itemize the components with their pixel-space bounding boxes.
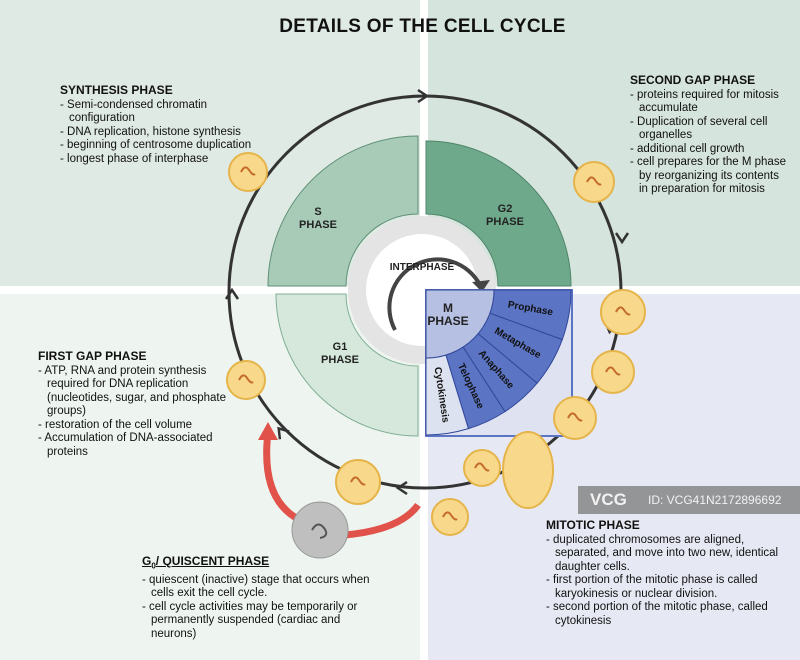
- g0-text: G0/ QUISCENT PHASE quiescent (inactive) s…: [142, 554, 372, 642]
- cell: [591, 350, 635, 394]
- m-phase-center: [425, 289, 495, 359]
- bullet-item: additional cell growth: [630, 143, 790, 157]
- cycle-arrow-icon: [224, 287, 240, 300]
- bullet-item: second portion of the mitotic phase, cal…: [546, 601, 796, 628]
- bullet-item: quiescent (inactive) stage that occurs w…: [142, 574, 372, 601]
- cycle-arrow-icon: [277, 426, 290, 440]
- cell: [573, 161, 615, 203]
- chromosome-icon: [615, 306, 631, 316]
- g0-cell: [291, 501, 349, 559]
- synthesis-heading: SYNTHESIS PHASE: [60, 83, 173, 97]
- g0-arrow-out: [344, 502, 421, 539]
- cell: [463, 449, 501, 487]
- arrow-head-icon: [472, 280, 490, 292]
- bullet-item: duplicated chromosomes are aligned, sepa…: [546, 534, 796, 575]
- g1-phase-label: PHASE: [321, 354, 359, 366]
- bullet-item: first portion of the mitotic phase is ca…: [546, 574, 796, 601]
- cell: [600, 289, 646, 335]
- g2-phase-label: G2: [498, 203, 513, 215]
- first-gap-text: FIRST GAP PHASE ATP, RNA and protein synt…: [38, 349, 248, 459]
- s-phase-sector: [267, 135, 419, 287]
- interphase-label: INTERPHASE: [390, 262, 455, 273]
- interphase-arrow: [387, 257, 482, 331]
- chromosome-icon: [442, 511, 458, 521]
- g1-phase-sector: [275, 293, 419, 437]
- bullet-item: DNA replication, histone synthesis: [60, 126, 260, 140]
- g1-phase-label: G1: [333, 341, 348, 353]
- synthesis-phase-text: SYNTHESIS PHASE Semi-condensed chromatin …: [60, 83, 260, 167]
- s-phase-label: PHASE: [299, 219, 337, 231]
- cell: [431, 498, 469, 536]
- g0-arrow-in: [263, 431, 302, 524]
- second-gap-text: SECOND GAP PHASE proteins required for mi…: [630, 73, 790, 197]
- chromosome-icon: [240, 166, 256, 176]
- chromosome-icon: [586, 176, 602, 186]
- bullet-item: proteins required for mitosis accumulate: [630, 89, 790, 116]
- bullet-item: cell prepares for the M phase by reorgan…: [630, 156, 790, 197]
- m-phase-label: M: [443, 301, 453, 315]
- g2-phase-label: PHASE: [486, 216, 524, 228]
- chromosome-icon: [311, 523, 328, 539]
- cycle-arrow-icon: [395, 480, 408, 496]
- bullet-item: beginning of centrosome duplication: [60, 139, 260, 153]
- chromosome-icon: [605, 366, 621, 376]
- bullet-item: Accumulation of DNA-associated proteins: [38, 432, 248, 459]
- cycle-arrow-icon: [614, 232, 630, 245]
- bullet-item: Semi-condensed chromatin configuration: [60, 99, 260, 126]
- second-gap-heading: SECOND GAP PHASE: [630, 73, 756, 87]
- m-phase-label: PHASE: [427, 314, 468, 328]
- mitotic-heading: MITOTIC PHASE: [546, 518, 640, 532]
- bullet-item: restoration of the cell volume: [38, 419, 248, 433]
- page-title: DETAILS OF THE CELL CYCLE: [279, 16, 566, 37]
- g2-phase-sector: [425, 140, 572, 287]
- g0-heading: G0/ QUISCENT PHASE: [142, 554, 270, 571]
- bullet-item: cell cycle activities may be temporarily…: [142, 601, 372, 642]
- mitotic-phase-text: MITOTIC PHASE duplicated chromosomes are …: [546, 518, 796, 628]
- cell: [335, 459, 381, 505]
- s-phase-label: S: [314, 206, 321, 218]
- first-gap-heading: FIRST GAP PHASE: [38, 349, 147, 363]
- cycle-arrow-icon: [417, 88, 430, 104]
- bullet-item: longest phase of interphase: [60, 153, 260, 167]
- dividing-cell: [502, 431, 554, 509]
- bullet-item: Duplication of several cell organelles: [630, 116, 790, 143]
- arrow-head-icon: [258, 422, 278, 440]
- cell: [553, 396, 597, 440]
- chromosome-icon: [350, 476, 366, 486]
- bullet-item: ATP, RNA and protein synthesis required …: [38, 365, 248, 419]
- chromosome-icon: [474, 462, 490, 472]
- chromosome-icon: [567, 412, 583, 422]
